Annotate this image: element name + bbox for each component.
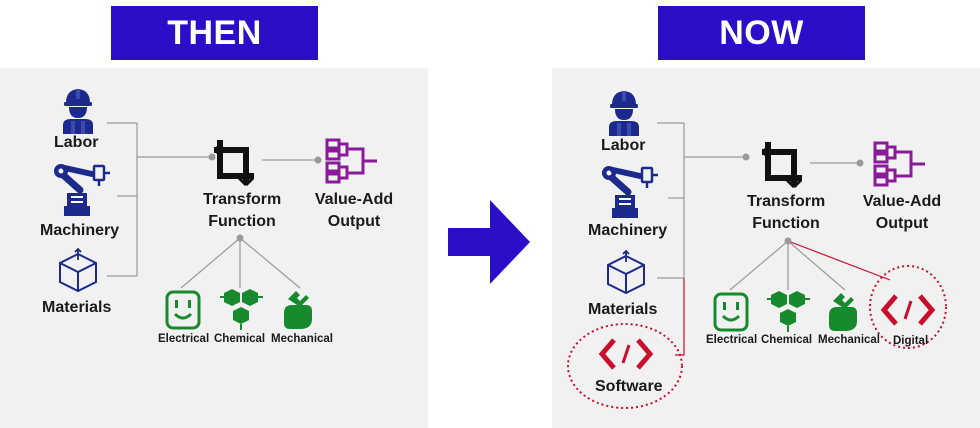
- chemical-label: Chemical: [214, 333, 266, 345]
- labor-worker-icon: [609, 91, 639, 136]
- transform-crop-icon: [762, 142, 803, 188]
- value-output-tree-icon: [325, 138, 377, 184]
- digital-highlight-circle: [869, 265, 947, 349]
- digital-label: Digital: [893, 335, 929, 347]
- transform-line1: Transform: [203, 191, 282, 208]
- electrical-outlet-icon: [165, 290, 201, 330]
- software-label: Software: [595, 378, 663, 395]
- then-to-now-arrow: [448, 200, 530, 284]
- mechanical-label: Mechanical: [271, 333, 333, 345]
- mechanical-hand-wrench-icon: [284, 291, 312, 329]
- robot-arm-icon: [54, 164, 110, 216]
- output-line2: Output: [327, 213, 381, 230]
- transform-line2: Function: [208, 213, 276, 230]
- materials-box-icon: [607, 250, 645, 295]
- chemical-label: Chemical: [761, 334, 813, 346]
- transform-function-label: Transform Function: [203, 189, 281, 233]
- mechanical-label: Mechanical: [818, 334, 880, 346]
- chemical-molecule-icon: [220, 289, 263, 330]
- machinery-label: Machinery: [588, 222, 668, 239]
- labor-worker-icon: [63, 89, 93, 134]
- now-connectors: [657, 122, 860, 291]
- chemical-molecule-icon: [767, 291, 810, 332]
- output-line2: Output: [875, 215, 929, 232]
- software-highlight-circle: [567, 323, 683, 409]
- output-line1: Value-Add: [314, 191, 394, 208]
- machinery-label: Machinery: [40, 222, 120, 239]
- value-add-output-label: Value-Add Output: [314, 189, 394, 233]
- digital-code-icon: [880, 294, 936, 326]
- labor-label: Labor: [54, 134, 99, 151]
- value-output-tree-icon: [873, 141, 925, 187]
- output-line1: Value-Add: [862, 193, 942, 210]
- labor-label: Labor: [601, 137, 646, 154]
- now-digital-connectors: [675, 240, 891, 356]
- electrical-outlet-icon: [713, 292, 749, 332]
- transform-crop-icon: [214, 140, 255, 186]
- materials-label: Materials: [42, 299, 112, 316]
- transform-function-label: Transform Function: [747, 191, 825, 235]
- transform-line2: Function: [752, 215, 820, 232]
- value-add-output-label: Value-Add Output: [862, 191, 942, 235]
- transform-line1: Transform: [747, 193, 826, 210]
- electrical-label: Electrical: [706, 334, 758, 346]
- now-title: NOW: [719, 13, 804, 52]
- then-banner: THEN: [111, 6, 318, 60]
- materials-label: Materials: [588, 301, 658, 318]
- now-banner: NOW: [658, 6, 865, 60]
- then-connectors: [107, 122, 318, 289]
- software-code-icon: [598, 338, 654, 370]
- then-title: THEN: [167, 13, 262, 52]
- materials-box-icon: [59, 248, 97, 293]
- robot-arm-icon: [602, 166, 658, 218]
- mechanical-hand-wrench-icon: [829, 293, 857, 331]
- electrical-label: Electrical: [158, 333, 210, 345]
